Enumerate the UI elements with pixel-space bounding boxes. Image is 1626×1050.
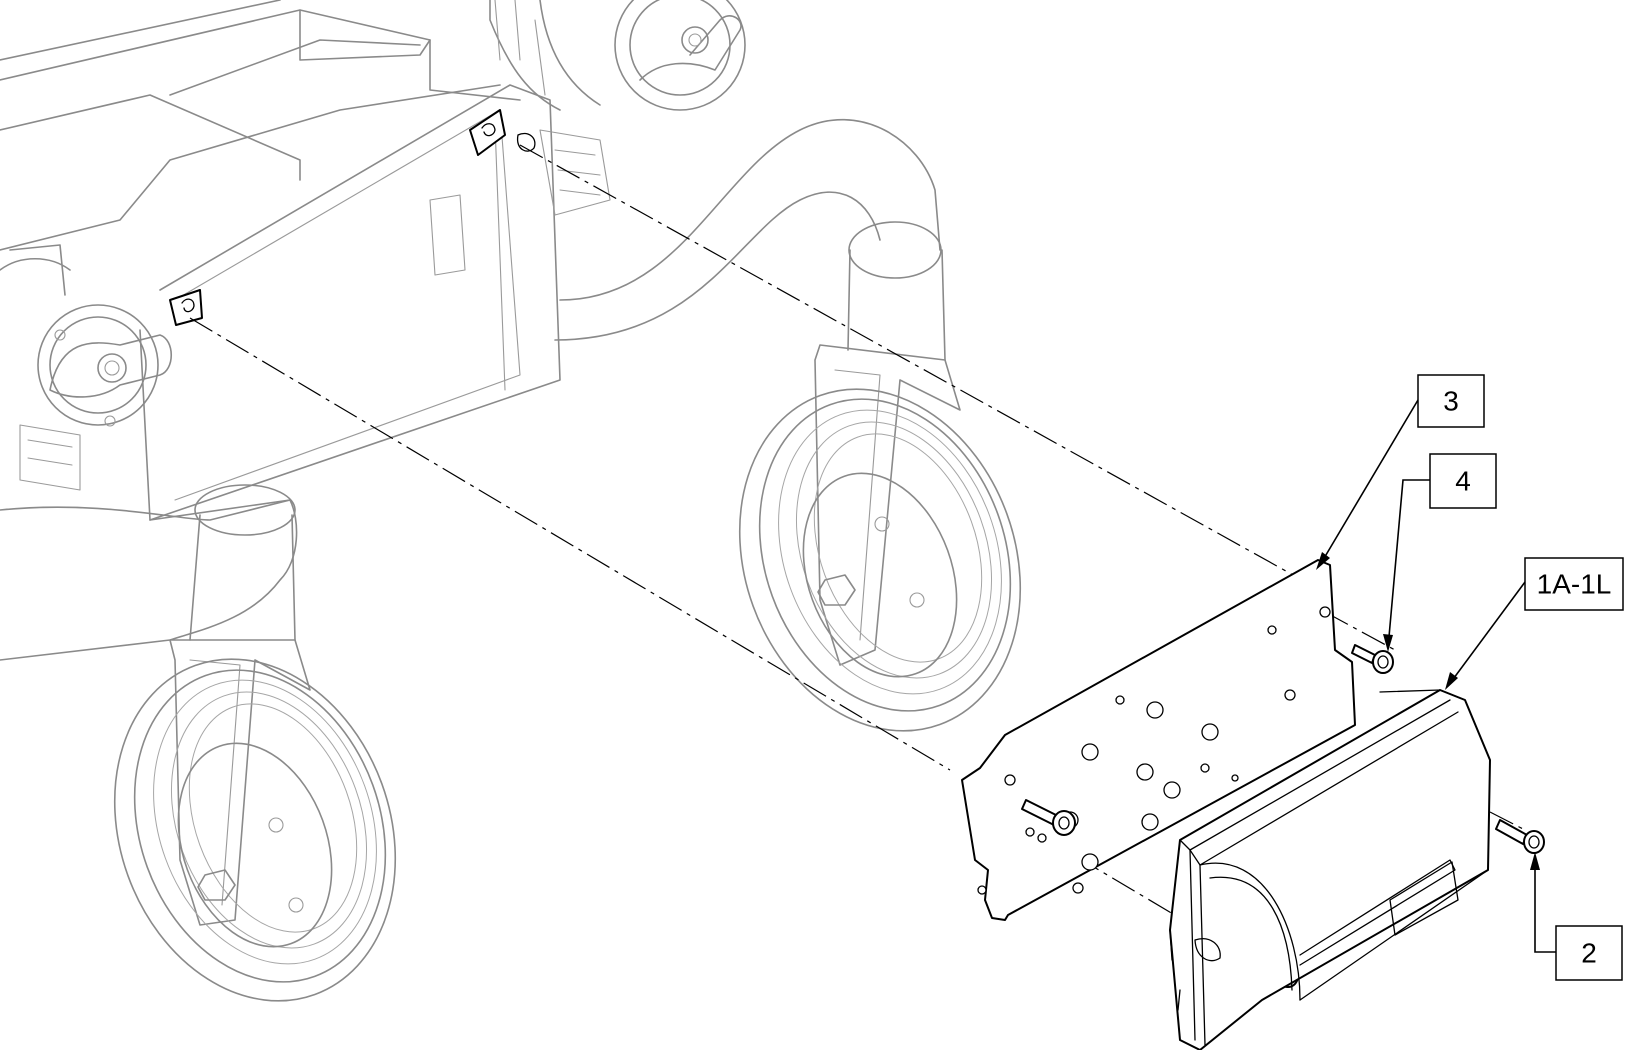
callout-4-label: 4 <box>1455 466 1471 497</box>
callout-3-label: 3 <box>1443 386 1459 417</box>
callout-1a-1l: 1A-1L <box>1524 557 1624 611</box>
callout-2: 2 <box>1555 925 1623 981</box>
callout-2-label: 2 <box>1581 938 1597 969</box>
wheelchair-base <box>0 0 1022 1002</box>
callout-4: 4 <box>1429 453 1497 509</box>
leader-lines <box>1316 399 1556 953</box>
frame-clip-nuts <box>169 109 536 326</box>
controller-module <box>1169 689 1491 1050</box>
callout-3: 3 <box>1417 374 1485 428</box>
callout-1a-1l-label: 1A-1L <box>1537 569 1612 600</box>
